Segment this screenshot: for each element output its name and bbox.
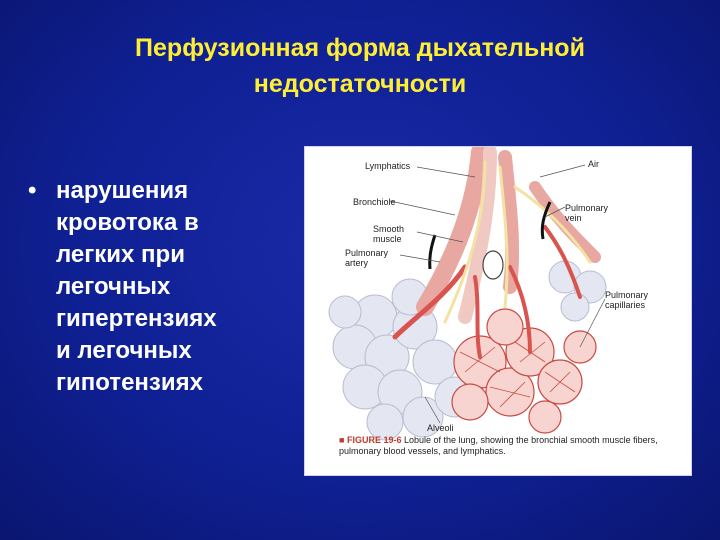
- bullet-line: и легочных: [56, 337, 192, 364]
- vessel-bundle: [392, 147, 601, 359]
- title-line-2: недостаточности: [253, 70, 467, 98]
- bullet-line: кровотока в: [56, 209, 199, 236]
- caption-text: Lobule of the lung, showing the bronchia…: [339, 435, 658, 456]
- bullet-line: легочных: [56, 273, 171, 300]
- alveoli-cluster: [328, 260, 607, 441]
- capillary-network: [451, 308, 597, 434]
- bullet-line: легких при: [56, 241, 185, 268]
- bullet-line: гипотензиях: [56, 369, 203, 396]
- bronchiole-wall: [482, 250, 504, 280]
- label-air: Air: [588, 159, 599, 169]
- bullet-line: нарушения: [56, 177, 189, 204]
- bullet-text: нарушения кровотока в легких при легочны…: [56, 175, 286, 399]
- label-lymphatics: Lymphatics: [365, 161, 411, 171]
- lung-lobule-figure: Lymphatics Air Bronchiole Smooth muscle …: [304, 146, 692, 476]
- figure-caption: ■ FIGURE 19-6 Lobule of the lung, showin…: [339, 435, 679, 457]
- lobule-illustration: [328, 147, 607, 441]
- label-bronchiole: Bronchiole: [353, 197, 396, 207]
- label-alveoli: Alveoli: [427, 423, 454, 433]
- bullet-line: гипертензиях: [56, 305, 217, 332]
- label-pulmonary-vein: Pulmonary vein: [565, 203, 609, 223]
- caption-square-icon: ■: [339, 435, 345, 445]
- flow-arrows: [428, 201, 552, 270]
- bullet-list: • нарушения кровотока в легких при легоч…: [28, 175, 298, 399]
- caption-figure-number: FIGURE 19-6: [346, 435, 402, 445]
- bullet-marker: •: [28, 177, 37, 204]
- title-line-1: Перфузионная форма дыхательной: [135, 34, 585, 62]
- slide-title: Перфузионная форма дыхательной недостато…: [40, 30, 680, 102]
- label-pulmonary-capillaries: Pulmonary capillaries: [605, 290, 649, 310]
- label-pulmonary-artery: Pulmonary artery: [345, 248, 389, 268]
- label-leaders: [389, 164, 606, 424]
- label-smooth-muscle: Smooth muscle: [373, 224, 405, 244]
